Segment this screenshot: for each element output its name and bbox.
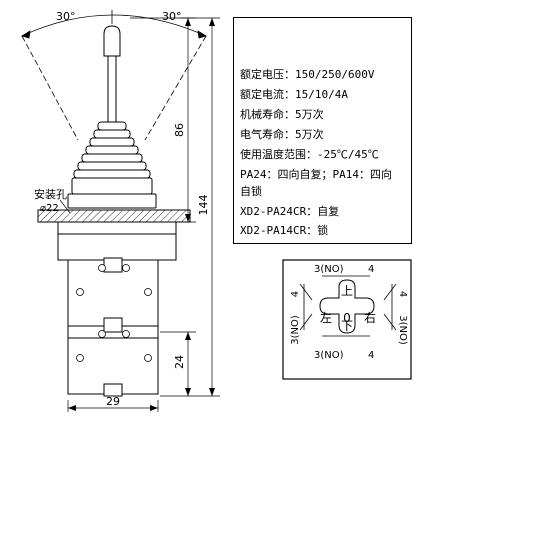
spec-pa14cr: XD2-PA14CR：锁 <box>240 224 329 237</box>
angle-left-label: 30° <box>56 10 76 23</box>
contact-left-label: 3(NO) <box>290 315 301 345</box>
switch-diagram-frame <box>282 259 412 380</box>
lever <box>103 25 121 122</box>
dir-right-label: 右 <box>364 310 376 325</box>
num-top-label: 4 <box>368 264 374 275</box>
spec-mechanical-life: 机械寿命：5万次 <box>240 108 324 121</box>
spec-pa24cr: XD2-PA24CR：自复 <box>240 205 340 218</box>
mounting-nut <box>57 221 177 235</box>
spec-electrical-life: 电气寿命：5万次 <box>240 128 324 141</box>
direction-cross <box>319 279 375 334</box>
spec-model-types-cont: 自锁 <box>240 185 262 198</box>
num-left-label: 4 <box>290 291 301 297</box>
dir-left-label: 左 <box>320 310 332 325</box>
spec-rated-voltage: 额定电压：150/250/600V <box>240 68 375 81</box>
contact-bottom-label: 3(NO) <box>314 350 344 361</box>
spec-box: 额定电压：150/250/600V 额定电流：15/10/4A 机械寿命：5万次… <box>233 17 412 244</box>
contact-ticks <box>299 275 397 337</box>
mounting-panel <box>37 209 191 223</box>
spec-temperature: 使用温度范围：-25℃/45℃ <box>240 148 379 161</box>
spec-rated-current: 额定电流：15/10/4A <box>240 88 348 101</box>
num-right-label: 4 <box>397 291 408 297</box>
num-bottom-label: 4 <box>368 350 374 361</box>
contact-right-label: 3(NO) <box>397 315 408 345</box>
dir-up-label: 上 <box>341 284 353 298</box>
angle-indicator <box>21 10 207 141</box>
rubber-boot <box>67 121 157 209</box>
center-label: 0 <box>343 311 351 325</box>
contact-top-label: 3(NO) <box>314 264 344 275</box>
mount-hole-label: 安装孔 <box>34 187 67 201</box>
dimension-29: 29 <box>106 395 120 408</box>
angle-right-label: 30° <box>162 10 182 23</box>
terminal-screws <box>76 264 152 362</box>
dimension-arrows <box>68 18 215 411</box>
dir-down-label: 下 <box>341 319 353 333</box>
mount-hole-size: ⌀22 <box>40 203 59 214</box>
spec-model-types: PA24：四向自复；PA14：四向 <box>240 168 392 181</box>
switch-body <box>57 233 177 397</box>
dimension-24: 24 <box>173 355 186 369</box>
dimension-86: 86 <box>173 123 186 137</box>
dimension-lines <box>67 17 220 412</box>
dimension-144: 144 <box>197 195 210 216</box>
